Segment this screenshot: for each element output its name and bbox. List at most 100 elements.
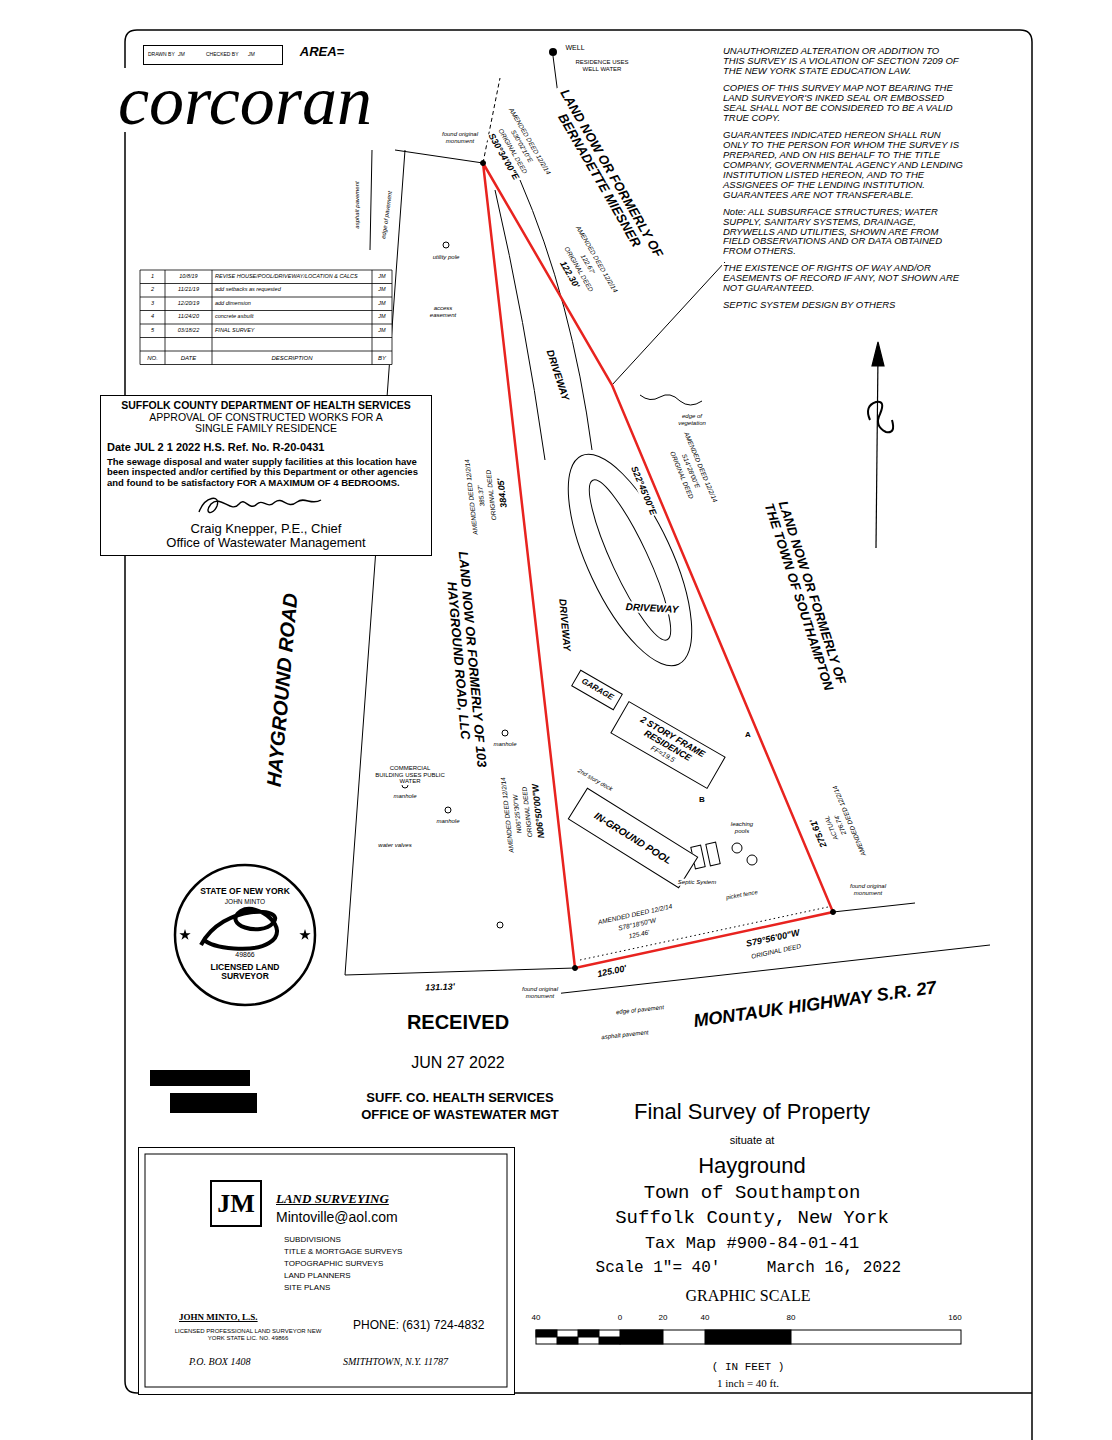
table-rule bbox=[140, 297, 392, 298]
table-rule bbox=[140, 337, 392, 338]
inner-border bbox=[145, 1154, 507, 1387]
well-label: WELL bbox=[564, 44, 585, 52]
bearing-label: 385.37' bbox=[476, 484, 486, 508]
manhole-label: manhole bbox=[392, 793, 417, 800]
map-note: asphalt pavement bbox=[354, 180, 361, 229]
lot-line bbox=[345, 56, 990, 995]
revision-table-text: concrete asbuilt bbox=[213, 311, 371, 324]
signature-scribble bbox=[201, 909, 277, 949]
table-rule bbox=[140, 270, 141, 365]
surveyor-title-block-text: SMITHTOWN, N.Y. 11787 bbox=[343, 1356, 448, 1367]
redaction-bar bbox=[170, 1093, 257, 1113]
revision-table-text: JM bbox=[373, 284, 391, 297]
adjoining-owner: LAND NOW OR FORMERLY OF THE TOWN OF SOUT… bbox=[757, 485, 853, 705]
leaching-pool bbox=[732, 843, 742, 853]
surveyor-title-block-text: SUBDIVISIONS bbox=[284, 1236, 341, 1245]
area-label: AREA= bbox=[299, 45, 345, 59]
road-line bbox=[345, 968, 575, 975]
seal-star bbox=[299, 929, 310, 940]
scale-note: 1 inch = 40 ft. bbox=[716, 1377, 780, 1389]
title-line: Tax Map #900-84-01-41 bbox=[644, 1235, 860, 1254]
health-approval-stamp-text: The sewage disposal and water supply fac… bbox=[107, 457, 425, 488]
bearing-value: N06°50'00"W bbox=[531, 782, 547, 840]
surveyor-seal-outline bbox=[173, 863, 317, 1007]
bearing-value: 384.05' bbox=[496, 477, 509, 510]
map-note: edge of vegetation bbox=[671, 413, 713, 426]
revision-table-text: JM bbox=[373, 325, 391, 338]
health-approval-stamp-text: Office of Wastewater Management bbox=[107, 536, 425, 550]
pavement-edge bbox=[370, 150, 372, 250]
surveyor-seal-text: STATE OF NEW YORK bbox=[200, 887, 290, 896]
map-note: edge of pavement bbox=[615, 1004, 665, 1016]
graphic-scale bbox=[620, 1330, 663, 1344]
survey-note: UNAUTHORIZED ALTERATION OR ADDITION TO T… bbox=[722, 46, 964, 76]
scale-title: GRAPHIC SCALE bbox=[685, 1287, 812, 1305]
surveyor-title-block-text: PHONE: (631) 724-4832 bbox=[353, 1319, 484, 1332]
manhole bbox=[445, 807, 451, 813]
revision-table-text: 10/8/19 bbox=[166, 271, 211, 284]
surveyor-seal-text: JOHN MINTO bbox=[225, 898, 265, 905]
map-note: water valves bbox=[377, 842, 412, 849]
well-symbol bbox=[549, 48, 557, 56]
logo-box bbox=[211, 1181, 261, 1226]
title-strip-box-text: DRAWN BY bbox=[148, 52, 175, 58]
surveyor-title-block-text: TOPOGRAPHIC SURVEYS bbox=[284, 1260, 383, 1269]
road-line bbox=[833, 903, 915, 912]
surveyor-title-block-text: SITE PLANS bbox=[284, 1284, 330, 1293]
surveyor-title-block-text: JM bbox=[217, 1190, 255, 1219]
scale-tick: 0 bbox=[617, 1314, 623, 1323]
title-line: situate at bbox=[729, 1134, 776, 1146]
revision-table-text: 12/20/19 bbox=[166, 298, 211, 311]
health-approval-stamp-text: SUFFOLK COUNTY DEPARTMENT OF HEALTH SERV… bbox=[107, 400, 425, 412]
driveway-loop bbox=[576, 473, 683, 648]
scale-tick: 160 bbox=[947, 1314, 962, 1323]
adjoining-owner: LAND NOW OR FORMERLY OF 103 HAYGROUND RO… bbox=[441, 548, 489, 772]
revision-table: 110/8/19REVISE HOUSE/POOL/DRIVEWAY/LOCAT… bbox=[140, 270, 392, 365]
map-note: edge of pavement bbox=[380, 190, 393, 240]
survey-note: GUARANTEES INDICATED HEREON SHALL RUN ON… bbox=[722, 130, 964, 200]
map-note: asphalt pavement bbox=[600, 1029, 650, 1041]
received-stamp: JUN 27 2022 bbox=[410, 1054, 505, 1072]
revision-table-text: 3 bbox=[141, 298, 164, 311]
title-strip-box-text: JM bbox=[248, 52, 255, 58]
received-stamp: RECEIVED bbox=[406, 1011, 510, 1033]
table-rule bbox=[372, 270, 373, 365]
table-rule bbox=[392, 270, 393, 365]
north-arrow bbox=[868, 402, 893, 433]
bearing-label: ORIGINAL DEED bbox=[484, 468, 497, 521]
graphic-scale bbox=[536, 1330, 557, 1337]
surveyor-seal-text: LICENSED LAND SURVEYOR bbox=[200, 963, 290, 982]
graphic-scale bbox=[557, 1337, 578, 1344]
scale-tick: 40 bbox=[531, 1314, 542, 1323]
health-approval-stamp-text: Craig Knepper, P.E., Chief bbox=[107, 522, 425, 536]
leaching-pool bbox=[747, 855, 757, 865]
table-rule bbox=[165, 270, 166, 365]
table-grid bbox=[140, 270, 393, 366]
septic-tank bbox=[706, 842, 720, 866]
north-arrow bbox=[872, 342, 884, 366]
monument-label: found original monument bbox=[845, 883, 892, 896]
survey-frame bbox=[125, 30, 1032, 1440]
redaction-bar bbox=[150, 1070, 257, 1113]
health-approval-stamp-text: Date JUL 2 1 2022 H.S. Ref. No. R-20-043… bbox=[107, 441, 425, 453]
revision-table-text: add setbacks as requested bbox=[213, 284, 371, 297]
table-rule bbox=[140, 324, 392, 325]
signature bbox=[191, 490, 331, 520]
map-note: access easement bbox=[422, 305, 464, 318]
map-note: utility pole bbox=[432, 254, 461, 261]
revision-table-text: JM bbox=[373, 298, 391, 311]
residence-footprint-text: 2 STORY FRAME RESIDENCE bbox=[622, 709, 717, 775]
manhole-label: manhole bbox=[435, 818, 460, 825]
revision-table-text: 2 bbox=[141, 284, 164, 297]
map-note: RESIDENCE USES WELL WATER bbox=[566, 59, 638, 72]
received-stamp: SUFF. CO. HEALTH SERVICES bbox=[365, 1091, 554, 1105]
lot-line bbox=[395, 150, 483, 163]
survey-note: SEPTIC SYSTEM DESIGN BY OTHERS bbox=[722, 300, 964, 310]
revision-table-text: 03/18/22 bbox=[166, 325, 211, 338]
north-arrow bbox=[868, 342, 893, 548]
revision-table-text: 11/24/20 bbox=[166, 311, 211, 324]
surveyor-title-block-text: P.O. BOX 1408 bbox=[189, 1356, 250, 1367]
title-strip-box-text: CHECKED BY bbox=[206, 52, 239, 58]
revision-table-text: 11/21/19 bbox=[166, 284, 211, 297]
revision-table-text: JM bbox=[373, 271, 391, 284]
